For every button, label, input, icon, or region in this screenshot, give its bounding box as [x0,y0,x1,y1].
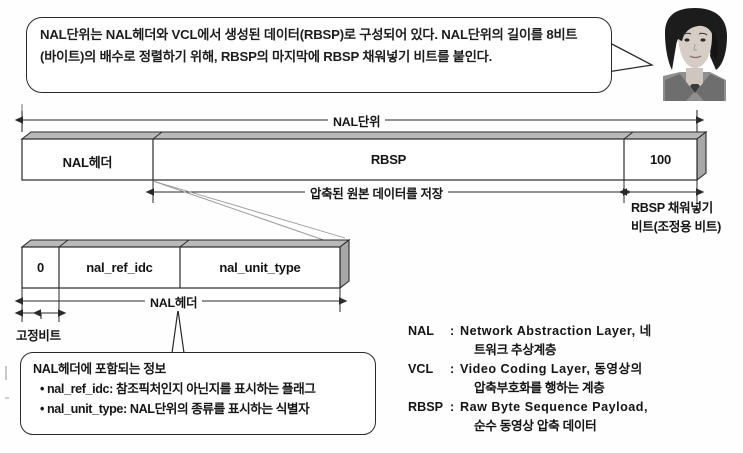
rbsp-padding-note: RBSP 채워넣기 비트(조정용 비트) [631,201,721,234]
callout-title: NAL헤더에 포함되는 정보 [33,362,166,376]
callout-item: •nal_unit_type: NAL단위의 종류를 표시하는 식별자 [33,399,369,419]
bullet-icon: • [40,402,45,416]
fixed-bit-dimension [14,288,67,322]
legend-colon: : [450,400,455,414]
upper-bar-cell-rbsp: RBSP [370,152,407,167]
lower-bar-cell-nal-unit-type: nal_unit_type [219,260,301,275]
upper-bar-cell-nal-header: NAL헤더 [62,155,113,170]
speech-bubble-text: NAL단위는 NAL헤더와 VCL에서 생성된 데이터(RBSP)로 구성되어 … [40,27,578,64]
rbsp-payload-dimension-label: 압축된 원본 데이터를 저장 [305,184,448,202]
nal-unit-bar [20,130,708,182]
callout-item-text: nal_ref_idc: 참조픽처인지 아닌지를 표시하는 플래그 [47,382,316,396]
lower-bar-cell-fixed-bit: 0 [36,260,45,275]
lower-bar-cell-nal-ref-idc: nal_ref_idc [86,260,153,275]
legend-row: RBSP : Raw Byte Sequence Payload, 순수 동영상… [408,398,738,435]
instructor-avatar-art [663,8,727,101]
legend-definition-korean: 압축부호화를 행하는 계층 [474,380,605,395]
legend-definition-korean: 순수 동영상 압축 데이터 [474,418,597,433]
legend-abbr: VCL [408,362,434,376]
legend-definition: Raw Byte Sequence Payload, 순수 동영상 압축 데이터 [460,398,738,435]
upper-bar-cell-padding-value: 100 [649,152,672,167]
legend-definition: Network Abstraction Layer, 네 트워크 추상계층 [460,322,738,359]
page-margin-ticks [5,104,23,399]
legend-definition-english: Raw Byte Sequence Payload, [460,400,648,414]
callout-pointer [171,309,185,355]
legend-definition-korean: 트워크 추상계층 [474,342,557,357]
speech-bubble [26,17,612,93]
speech-bubble-tail [606,38,655,73]
callout-item-text: nal_unit_type: NAL단위의 종류를 표시하는 식별자 [47,402,310,416]
nal-header-dimension-label: NAL헤더 [145,293,203,311]
legend-colon: : [450,362,455,376]
legend-definition: Video Coding Layer, 동영상의 압축부호화를 행하는 계층 [460,360,738,397]
bullet-icon: • [40,382,45,396]
fixed-bit-label: 고정비트 [16,326,61,344]
nal-unit-dimension-label: NAL단위 [328,112,386,130]
legend-abbr: NAL [408,324,434,338]
rbsp-padding-dimension [618,180,705,203]
legend-abbr: RBSP [408,400,443,414]
nal-header-info-content: NAL헤더에 포함되는 정보 •nal_ref_idc: 참조픽처인지 아닌지를… [33,359,369,419]
legend-row: VCL : Video Coding Layer, 동영상의 압축부호화를 행하… [408,360,738,397]
legend-definition-english: Network Abstraction Layer, 네 [460,324,652,338]
nal-header-info-callout [20,352,376,435]
legend-colon: : [450,324,455,338]
callout-item: •nal_ref_idc: 참조픽처인지 아닌지를 표시하는 플래그 [33,379,369,399]
legend-definition-english: Video Coding Layer, 동영상의 [460,362,643,376]
abbreviation-legend: NAL : Network Abstraction Layer, 네 트워크 추… [408,322,738,436]
header-zoom-leader-lines [152,180,346,247]
nal-header-bar [20,238,351,290]
legend-row: NAL : Network Abstraction Layer, 네 트워크 추… [408,322,738,359]
